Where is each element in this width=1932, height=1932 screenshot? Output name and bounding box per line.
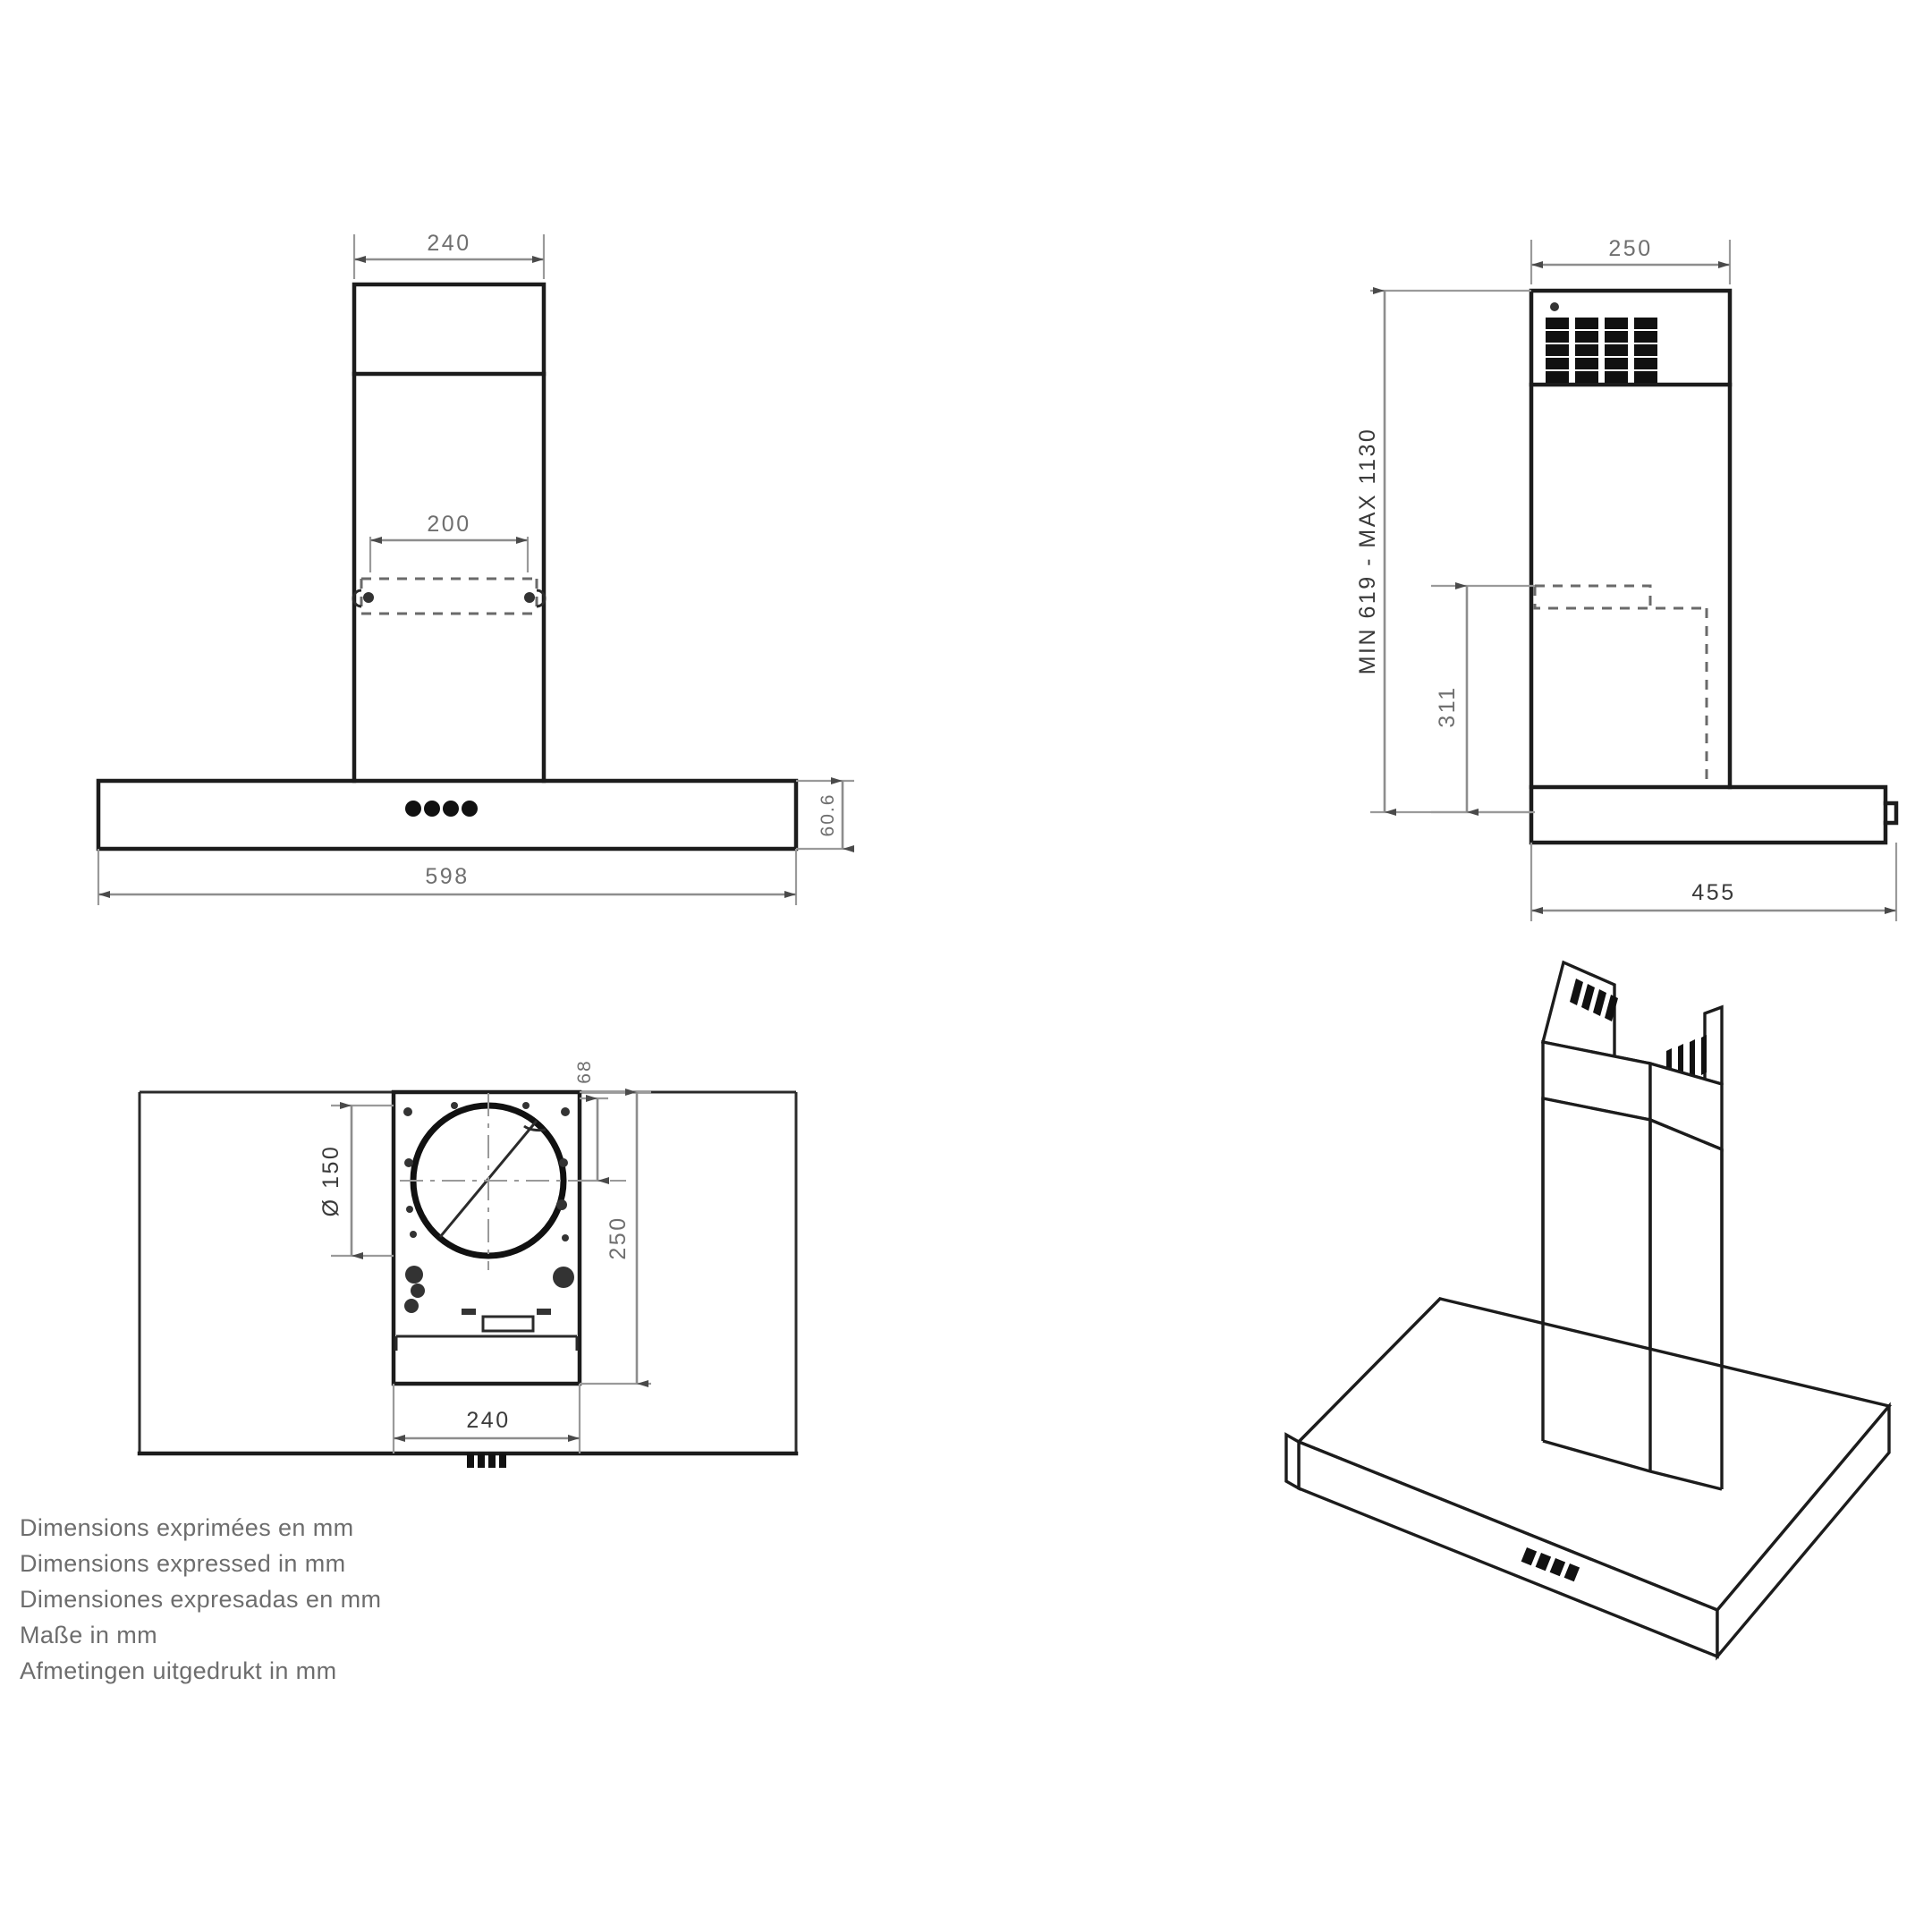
- legend-line-en: Dimensions expressed in mm: [20, 1550, 346, 1577]
- plan-mounting-plate: [391, 1089, 582, 1386]
- side-elevation-view: 250 MIN 619 - MAX 1130 311 45: [1355, 236, 1899, 921]
- isometric-view: [1284, 960, 1893, 1661]
- dim-hood-depth-455: 455: [1530, 843, 1898, 921]
- iso-canopy-left-face: [1284, 1432, 1301, 1491]
- front-elevation-view: 240 200 598 60.6: [96, 231, 854, 905]
- legend-line-nl: Afmetingen uitgedrukt in mm: [20, 1657, 337, 1684]
- side-chimney-upper: [1529, 288, 1733, 387]
- side-vent-grille: [1546, 318, 1657, 383]
- units-legend: Dimensions exprimées en mm Dimensions ex…: [20, 1510, 574, 1689]
- dim-chimney-depth-250: 250: [1530, 236, 1732, 284]
- dim-label-plate-width: 240: [466, 1408, 510, 1433]
- dim-label-hood-width: 598: [425, 864, 469, 889]
- dim-bracket-height-311: 311: [1431, 582, 1535, 816]
- plan-internal-components: [394, 1266, 579, 1351]
- dim-label-offset: 68: [574, 1059, 595, 1083]
- side-hood-body: [1529, 784, 1888, 845]
- legend-line-fr: Dimensions exprimées en mm: [20, 1514, 354, 1541]
- side-marker-dot: [1550, 302, 1559, 311]
- dim-label-total-height: MIN 619 - MAX 1130: [1355, 428, 1380, 675]
- side-hood-nub: [1883, 801, 1899, 826]
- front-control-buttons: [405, 801, 478, 817]
- iso-chimney-base: [1542, 1439, 1723, 1491]
- dim-chimney-width-240: 240: [352, 231, 546, 279]
- dim-label-hood-height: 60.6: [818, 793, 838, 837]
- front-hood-body: [96, 778, 799, 852]
- plan-damper-tab: [523, 1124, 547, 1132]
- legend-line-es: Dimensiones expresadas en mm: [20, 1586, 382, 1613]
- dim-hood-height-60-6: 60.6: [796, 777, 854, 852]
- dim-label-chimney-depth: 250: [1608, 236, 1652, 261]
- legend-line-de: Maße in mm: [20, 1622, 158, 1648]
- dim-total-height-range: MIN 619 - MAX 1130: [1355, 287, 1531, 816]
- side-mounting-bracket: [1533, 584, 1708, 787]
- dim-bracket-width-200: 200: [369, 512, 530, 572]
- plan-control-buttons: [467, 1453, 506, 1468]
- dim-hood-width-598: 598: [97, 849, 798, 905]
- dim-label-bracket-height: 311: [1435, 685, 1460, 727]
- dim-label-chimney-width: 240: [427, 231, 470, 256]
- dim-label-bracket-width: 200: [427, 512, 470, 537]
- dim-label-duct-diameter: Ø 150: [318, 1145, 343, 1217]
- front-chimney-upper: [352, 282, 547, 377]
- dim-label-plate-depth: 250: [606, 1216, 631, 1259]
- dim-plate-width-240: 240: [392, 1384, 581, 1453]
- dim-plate-depth-250: 250: [580, 1089, 651, 1387]
- iso-canopy-right-face: [1716, 1402, 1891, 1661]
- front-chimney-shaft: [352, 371, 547, 784]
- front-mounting-bracket: [352, 577, 547, 615]
- dim-duct-diameter-150: Ø 150: [318, 1102, 394, 1259]
- dim-offset-68: 68: [574, 1059, 609, 1184]
- iso-control-buttons: [1521, 1547, 1580, 1582]
- plan-plate-sides: [138, 1092, 798, 1453]
- plan-mounting-holes: [403, 1102, 570, 1241]
- dim-label-hood-depth: 455: [1691, 880, 1735, 905]
- iso-vent-slots-left: [1570, 979, 1618, 1021]
- plan-view: Ø 150 68 250 240: [137, 1059, 799, 1468]
